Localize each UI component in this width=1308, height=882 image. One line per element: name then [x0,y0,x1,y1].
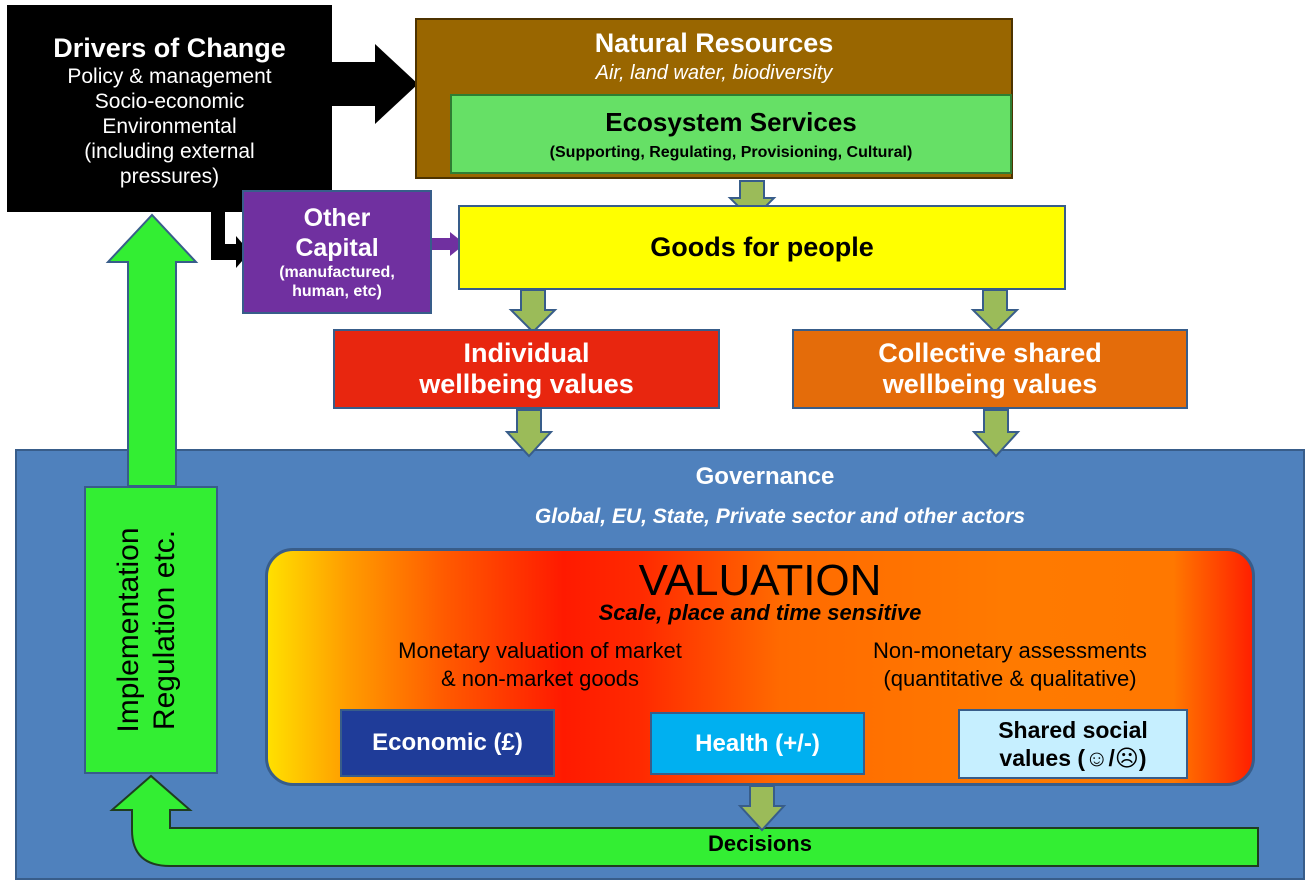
individual-wellbeing-box: Individual wellbeing values [333,329,720,409]
goods-label: Goods for people [650,232,874,262]
goods-to-collective-arrow [970,289,1020,334]
drivers-line: Socio-economic [94,89,245,113]
ecosystem-services-subtitle: (Supporting, Regulating, Provisioning, C… [549,143,913,161]
decisions-arrow [109,774,1259,867]
social-line: Shared social [998,717,1148,743]
drivers-line: Environmental [102,114,237,138]
drivers-title: Drivers of Change [53,32,286,63]
shared-social-values-box: Shared social values (☺/☹) [958,709,1188,779]
other-capital-line: Other [303,204,371,232]
valuation-title: VALUATION [638,556,882,605]
capital-to-goods-arrow [432,232,465,256]
implementation-up-arrow [105,213,199,487]
ecosystem-services-box: Ecosystem Services (Supporting, Regulati… [450,94,1012,174]
monetary-line: & non-market goods [440,666,640,691]
collective-line: wellbeing values [882,369,1098,399]
drivers-to-capital-arrow [211,210,250,268]
other-capital-detail: (manufactured, [279,264,395,281]
other-capital-detail: human, etc) [292,283,382,300]
individual-to-governance-arrow [504,409,554,458]
economic-label: Economic (£) [372,729,523,756]
drivers-to-resources-arrow [330,44,418,124]
nonmonetary-line: (quantitative & qualitative) [883,666,1137,691]
other-capital-line: Capital [295,234,379,262]
economic-box: Economic (£) [340,709,555,777]
drivers-line: (including external [84,139,255,163]
nonmonetary-line: Non-monetary assessments [873,638,1147,663]
individual-line: wellbeing values [419,369,634,399]
drivers-line: pressures) [119,164,220,188]
non-monetary-assessments-text: Non-monetary assessments (quantitative &… [810,637,1210,693]
monetary-valuation-text: Monetary valuation of market & non-marke… [330,637,750,693]
individual-line: Individual [463,338,590,368]
implementation-box [84,486,218,774]
health-box: Health (+/-) [650,712,865,775]
down-arrows [504,180,1021,832]
ecosystem-services-title: Ecosystem Services [605,106,857,137]
governance-title: Governance [695,463,835,490]
goods-for-people-box: Goods for people [458,205,1066,290]
goods-to-individual-arrow [508,289,558,334]
social-line: values (☺/☹) [999,745,1147,771]
natural-resources-title: Natural Resources [594,28,834,58]
collective-line: Collective shared [878,338,1102,368]
collective-to-governance-arrow [971,409,1021,458]
natural-resources-subtitle: Air, land water, biodiversity [595,62,833,84]
decisions-label: Decisions [708,831,812,856]
valuation-to-decisions-arrow [737,785,787,832]
collective-wellbeing-box: Collective shared wellbeing values [792,329,1188,409]
implementation-line: Implementation [112,527,145,733]
health-label: Health (+/-) [695,729,820,757]
implementation-line: Regulation etc. [148,529,181,731]
monetary-line: Monetary valuation of market [398,638,682,663]
valuation-subtitle: Scale, place and time sensitive [598,600,922,625]
drivers-line: Policy & management [67,64,272,88]
governance-subtitle: Global, EU, State, Private sector and ot… [534,505,1026,528]
drivers-of-change-box: Drivers of Change Policy & management So… [7,5,332,212]
other-capital-box: Other Capital (manufactured, human, etc) [242,190,432,314]
